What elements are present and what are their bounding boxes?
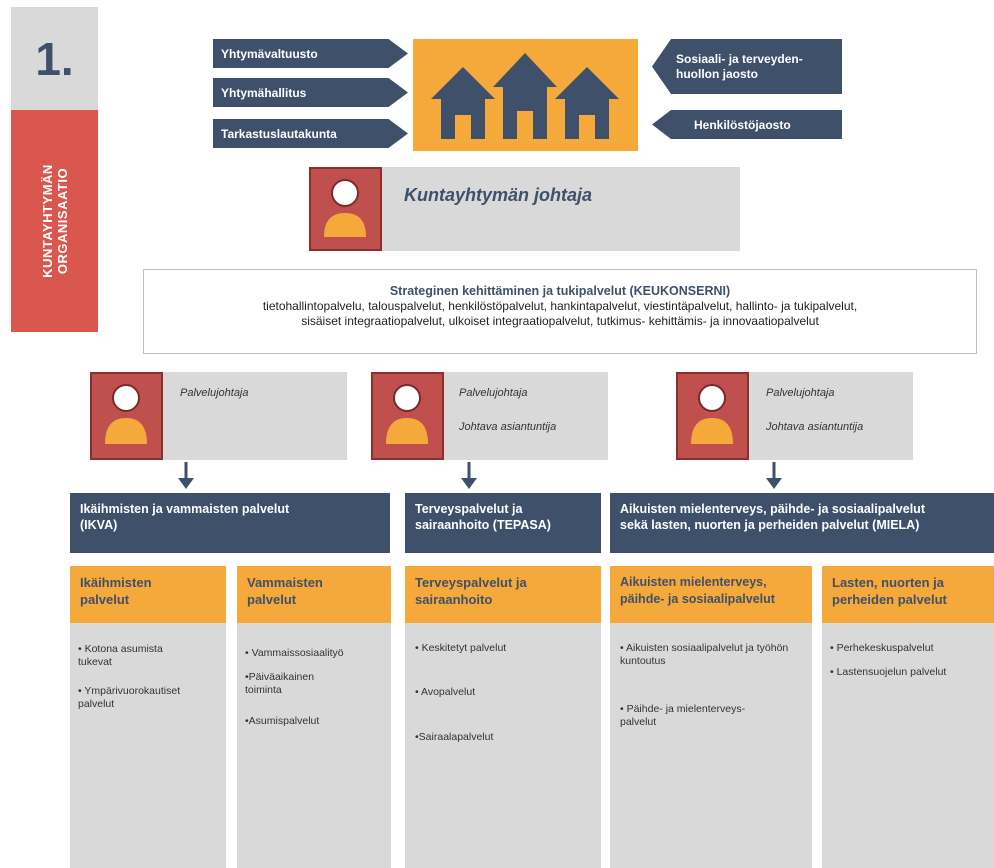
governance-council: Yhtymävaltuusto: [213, 39, 408, 68]
subunit-elderly-header: Ikäihmisten palvelut: [70, 566, 226, 623]
director-card: Kuntayhtymän johtaja: [309, 167, 740, 251]
subunit-disabled-header: Vammaisten palvelut: [237, 566, 391, 623]
subunit-health-header: Terveyspalvelut ja sairaanhoito: [405, 566, 601, 623]
list-item: •Asumispalvelut: [245, 715, 320, 727]
person-icon: [90, 372, 163, 460]
governance-audit: Tarkastuslautakunta: [213, 119, 408, 148]
arrow-down-icon: [461, 462, 477, 489]
municipalities-panel: [413, 39, 638, 151]
strategy-line2: sisäiset integraatiopalvelut, ulkoiset i…: [301, 314, 819, 328]
list-item: • Ympärivuorokautiset palvelut: [78, 685, 181, 710]
subunit-family-title1: Lasten, nuorten ja: [832, 575, 944, 590]
subunit-family-header: Lasten, nuorten ja perheiden palvelut: [822, 566, 994, 623]
list-item: • Päihde- ja mielenterveys-palvelut: [620, 703, 746, 728]
role-subtitle: Johtava asiantuntija: [459, 421, 557, 433]
subunit-mental-title2: päihde- ja sosiaalipalvelut: [620, 592, 775, 606]
social-health-line1: Sosiaali- ja terveyden-: [676, 51, 803, 66]
role-card-miela: Palvelujohtaja Johtava asiantuntija: [676, 372, 913, 460]
subunit-family-body: • Perhekeskuspalvelut • Lastensuojelun p…: [822, 623, 994, 868]
strategy-box: Strateginen kehittäminen ja tukipalvelut…: [143, 269, 977, 354]
department-miela-line1: Aikuisten mielenterveys, päihde- ja sosi…: [620, 502, 925, 516]
role-card-ikva: Palvelujohtaja: [90, 372, 347, 460]
role-title: Palvelujohtaja: [459, 387, 528, 399]
subunit-elderly-title2: palvelut: [80, 592, 130, 607]
role-title: Palvelujohtaja: [766, 387, 835, 399]
arrow-down-icon: [178, 462, 194, 489]
department-miela-line2: sekä lasten, nuorten ja perheiden palvel…: [620, 518, 920, 532]
subunit-disabled-title2: palvelut: [247, 592, 297, 607]
list-item: • Lastensuojelun palvelut: [830, 666, 947, 678]
side-label-line1: KUNTAYHTYMÄN: [39, 164, 55, 278]
governance-council-label: Yhtymävaltuusto: [221, 46, 318, 61]
list-item: • Keskitetyt palvelut: [415, 642, 507, 654]
list-item: • Avopalvelut: [415, 686, 476, 698]
subunit-health-title1: Terveyspalvelut ja: [415, 575, 527, 590]
governance-board: Yhtymähallitus: [213, 78, 408, 107]
department-ikva-line2: (IKVA): [80, 518, 118, 532]
subunit-elderly-body: • Kotona asumista tukevat • Ympärivuorok…: [70, 623, 226, 868]
department-tepasa: Terveyspalvelut ja sairaanhoito (TEPASA): [405, 493, 601, 553]
department-ikva: Ikäihmisten ja vammaisten palvelut (IKVA…: [70, 493, 390, 553]
role-subtitle: Johtava asiantuntija: [766, 421, 864, 433]
department-ikva-line1: Ikäihmisten ja vammaisten palvelut: [80, 502, 290, 516]
subunit-elderly-title1: Ikäihmisten: [80, 575, 152, 590]
subunit-disabled-title1: Vammaisten: [247, 575, 323, 590]
governance-audit-label: Tarkastuslautakunta: [221, 126, 337, 141]
role-card-tepasa: Palvelujohtaja Johtava asiantuntija: [371, 372, 608, 460]
subunit-mental-body: • Aikuisten sosiaalipalvelut ja työhön k…: [610, 623, 812, 868]
subunit-mental-title1: Aikuisten mielenterveys,: [620, 575, 767, 589]
person-icon: [309, 167, 382, 251]
list-item: • Vammaissosiaalityö: [245, 647, 344, 659]
strategy-line1: tietohallintopalvelu, talouspalvelut, he…: [262, 299, 858, 313]
subunit-mental-header: Aikuisten mielenterveys, päihde- ja sosia…: [610, 566, 812, 623]
strategy-title: Strateginen kehittäminen ja tukipalvelut…: [389, 284, 731, 298]
list-item: •Sairaalapalvelut: [415, 731, 494, 743]
section-number: 1.: [11, 7, 98, 110]
department-tepasa-line2: sairaanhoito (TEPASA): [415, 518, 551, 532]
social-health-line2: huollon jaosto: [676, 66, 758, 81]
list-item: • Kotona asumista tukevat: [78, 643, 163, 668]
subunit-family-title2: perheiden palvelut: [832, 592, 947, 607]
arrow-down-icon: [766, 462, 782, 489]
subunit-health-body: • Keskitetyt palvelut • Avopalvelut •Sai…: [405, 623, 601, 868]
list-item: •Päiväaikainen toiminta: [245, 671, 315, 696]
person-icon: [676, 372, 749, 460]
social-health-committee: Sosiaali- ja terveyden-huollon jaosto: [652, 39, 842, 94]
list-item: • Aikuisten sosiaalipalvelut ja työhön k…: [620, 642, 789, 667]
side-label-line2: ORGANISAATIO: [54, 167, 70, 275]
department-miela: Aikuisten mielenterveys, päihde- ja sosi…: [610, 493, 994, 553]
department-tepasa-line1: Terveyspalvelut ja: [415, 502, 523, 516]
personnel-committee-label: Henkilöstöjaosto: [694, 117, 791, 132]
list-item: • Perhekeskuspalvelut: [830, 642, 934, 654]
subunit-disabled-body: • Vammaissosiaalityö •Päiväaikainen toim…: [237, 623, 391, 868]
director-title: Kuntayhtymän johtaja: [404, 185, 593, 205]
role-title: Palvelujohtaja: [180, 387, 249, 399]
personnel-committee: Henkilöstöjaosto: [652, 110, 842, 139]
houses-icon: [431, 53, 619, 139]
governance-board-label: Yhtymähallitus: [221, 85, 307, 100]
person-icon: [371, 372, 444, 460]
subunit-health-title2: sairaanhoito: [415, 592, 493, 607]
